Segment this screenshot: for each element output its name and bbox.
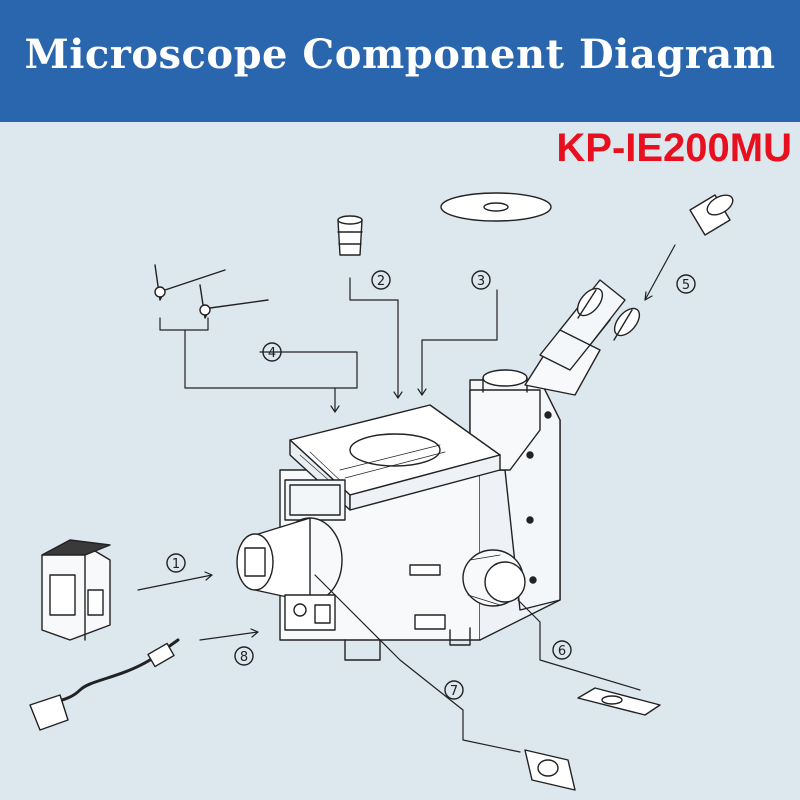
callout-circle-4 [262,342,282,362]
slider-icon [524,687,661,791]
callout-circle-3 [471,270,491,290]
objective-icon [337,215,363,256]
microscope-body-icon [236,279,641,661]
callout-5: 5 [682,278,690,293]
callout-circle-6 [552,640,572,660]
callout-8: 8 [240,650,248,665]
callout-circle-1 [166,553,186,573]
stage-clips-icon [154,264,269,319]
stage-plate-icon [440,192,552,222]
title-banner: Microscope Component Diagram [0,0,800,122]
callout-4: 4 [268,346,276,361]
leader-lines [137,244,676,753]
callout-markers: 1 2 3 4 5 6 7 8 [166,270,696,700]
callout-3: 3 [477,274,485,289]
power-cable-icon [29,638,180,731]
callout-1: 1 [172,557,180,572]
page-title: Microscope Component Diagram [24,30,776,78]
callout-circle-5 [676,274,696,294]
model-label: KP-IE200MU [556,126,792,170]
callout-7: 7 [450,684,458,699]
callout-circle-7 [444,680,464,700]
eyepiece-icon [689,194,734,236]
callout-2: 2 [377,274,385,289]
power-adapter-icon [41,539,111,641]
callout-circle-8 [234,646,254,666]
callout-6: 6 [558,644,566,659]
callout-circle-2 [371,270,391,290]
